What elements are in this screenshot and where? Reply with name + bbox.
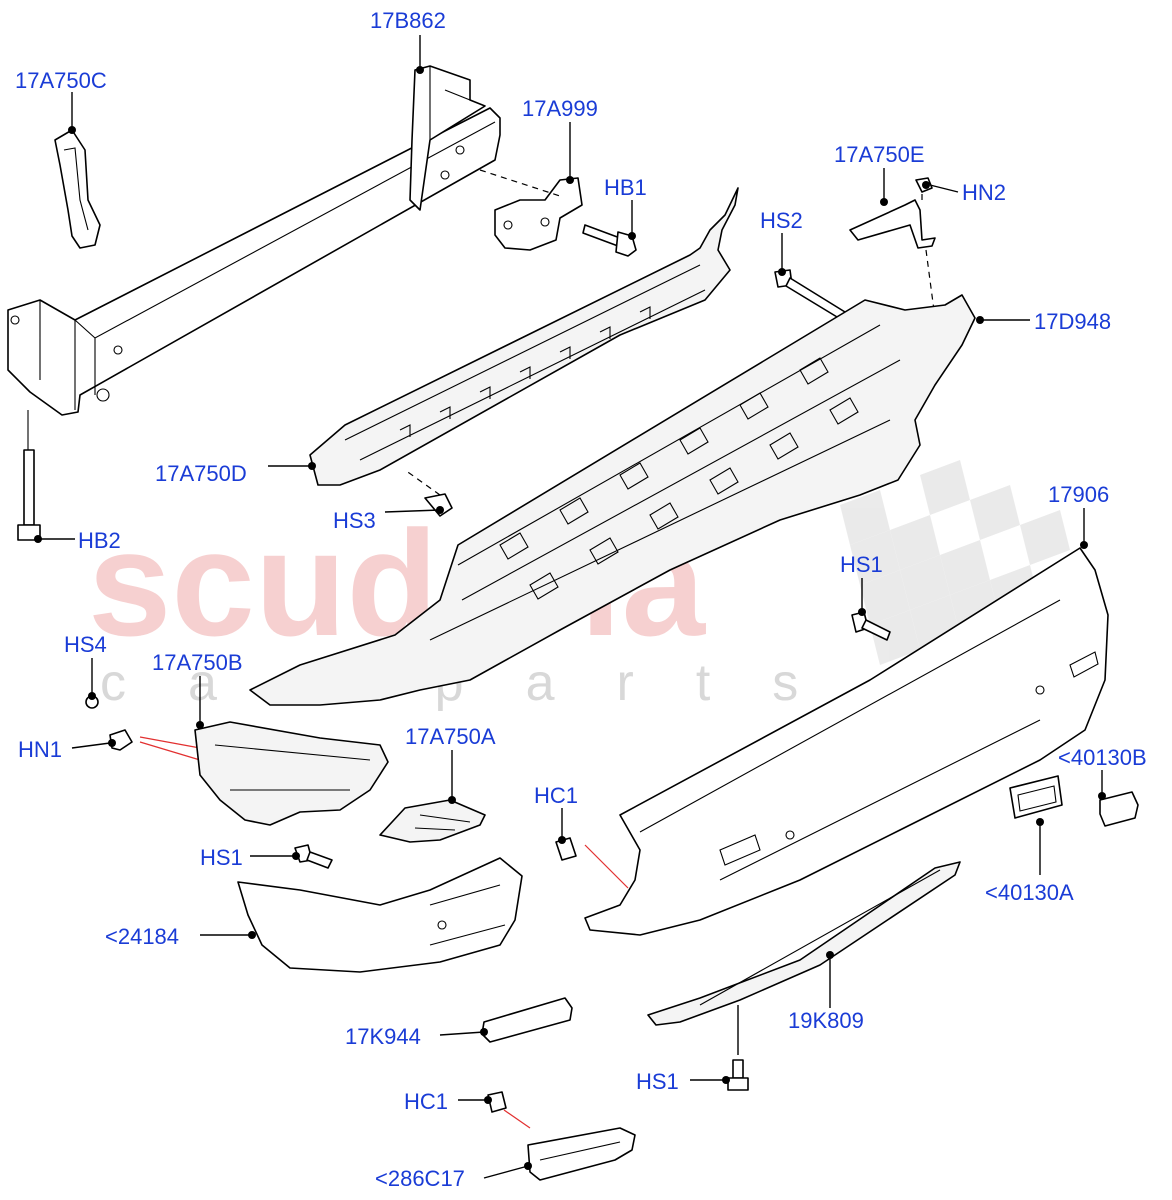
callout-hc1-bottom[interactable]: HC1 xyxy=(404,1089,448,1114)
callout-labels: 17B862 17A750C 17A999 HB1 17A750E HN2 HS… xyxy=(15,8,1147,1191)
callout-17k944[interactable]: 17K944 xyxy=(345,1024,421,1049)
callout-hs2[interactable]: HS2 xyxy=(760,208,803,233)
callout-hc1-mid[interactable]: HC1 xyxy=(534,783,578,808)
energy-absorber-17d948 xyxy=(249,294,976,706)
callout-17b862[interactable]: 17B862 xyxy=(370,8,446,33)
callout-hb2[interactable]: HB2 xyxy=(78,528,121,553)
screw-hs1-bottom xyxy=(727,1059,749,1091)
bumper-carrier-17a750d xyxy=(309,187,739,486)
callout-17d948[interactable]: 17D948 xyxy=(1034,309,1111,334)
checkered-flag-watermark xyxy=(840,460,1070,665)
clip-hn1 xyxy=(109,729,201,761)
callout-17a999[interactable]: 17A999 xyxy=(522,96,598,121)
screw-hs1-left xyxy=(294,844,333,869)
plate-bracket-17a999 xyxy=(479,169,583,251)
callout-hs1-top[interactable]: HS1 xyxy=(840,552,883,577)
clip-hc1-bottom xyxy=(487,1091,531,1129)
callout-286c17[interactable]: <286C17 xyxy=(375,1166,465,1191)
bracket-17a750c xyxy=(54,129,101,249)
callout-24184[interactable]: <24184 xyxy=(105,924,179,949)
callout-hn2[interactable]: HN2 xyxy=(962,180,1006,205)
cap-40130b xyxy=(1099,791,1139,827)
bracket-17a750a xyxy=(379,799,486,843)
callout-17a750d[interactable]: 17A750D xyxy=(155,461,247,486)
callout-hn1[interactable]: HN1 xyxy=(18,737,62,762)
callout-17906[interactable]: 17906 xyxy=(1048,482,1109,507)
rear-crossmember-beam xyxy=(7,65,501,416)
callout-19k809[interactable]: 19K809 xyxy=(788,1008,864,1033)
callout-hs3[interactable]: HS3 xyxy=(333,508,376,533)
light-40130a xyxy=(1009,775,1063,819)
bolt-hb2 xyxy=(17,410,41,541)
bumper-cover-17906 xyxy=(584,547,1109,936)
callout-40130a[interactable]: <40130A xyxy=(985,880,1074,905)
side-bumper-24184 xyxy=(237,857,523,973)
tow-cover-286c17 xyxy=(527,1127,636,1181)
callout-17a750b[interactable]: 17A750B xyxy=(152,650,243,675)
reflector-17k944 xyxy=(481,997,573,1043)
callout-40130b[interactable]: <40130B xyxy=(1058,745,1147,770)
leader-lines xyxy=(34,35,1106,1179)
callout-hb1[interactable]: HB1 xyxy=(604,175,647,200)
callout-hs4[interactable]: HS4 xyxy=(64,632,107,657)
callout-17a750c[interactable]: 17A750C xyxy=(15,68,107,93)
screw-hs1-top xyxy=(851,611,891,641)
bracket-17a750e xyxy=(849,199,936,319)
callout-hs1-left[interactable]: HS1 xyxy=(200,845,243,870)
bolt-hb1 xyxy=(582,224,637,257)
callout-17a750e[interactable]: 17A750E xyxy=(834,142,925,167)
callout-17a750a[interactable]: 17A750A xyxy=(405,724,496,749)
side-bracket-17a750b xyxy=(194,721,389,826)
callout-hs1-bottom[interactable]: HS1 xyxy=(636,1069,679,1094)
lower-trim-19k809 xyxy=(647,861,961,1026)
